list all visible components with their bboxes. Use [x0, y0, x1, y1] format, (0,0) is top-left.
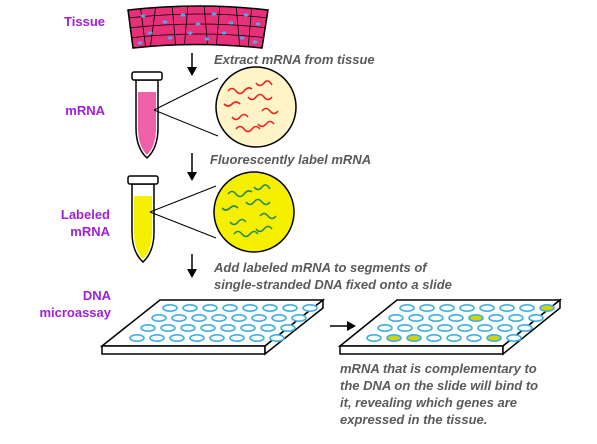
mrna-label: mRNA — [65, 103, 105, 118]
labeled-mrna-label-line2: mRNA — [70, 224, 110, 239]
arrow-down-1 — [187, 53, 197, 76]
labeled-mrna-tube — [127, 175, 159, 264]
labeled-mrna-label-line1: Labeled — [60, 207, 110, 222]
step-label: Fluorescently label mRNA — [210, 152, 372, 167]
step-add-line2: single-stranded DNA fixed onto a slide — [214, 277, 452, 292]
result-line1: mRNA that is complementary to — [340, 361, 537, 376]
dna-microassay-label-line2: microassay — [39, 305, 111, 320]
microarray-slide — [99, 298, 326, 356]
arrow-down-3 — [187, 254, 197, 278]
microarray-slide-bound — [337, 298, 563, 356]
step-extract: Extract mRNA from tissue — [214, 52, 375, 67]
result-line4: expressed in the tissue. — [340, 412, 488, 427]
arrow-down-2 — [187, 153, 197, 181]
mrna-tube — [131, 71, 163, 160]
labeled-strands-zoom — [213, 171, 295, 253]
tissue-slab — [127, 5, 269, 49]
step-add-line1: Add labeled mRNA to segments of — [214, 260, 427, 275]
tissue-label: Tissue — [64, 14, 105, 29]
arrow-right — [330, 321, 356, 331]
dna-microassay-label-line1: DNA — [82, 288, 111, 303]
result-line2: the DNA on the slide will bind to — [340, 378, 539, 393]
result-line3: it, revealing which genes are — [340, 395, 518, 410]
mrna-strands-zoom — [215, 66, 297, 148]
